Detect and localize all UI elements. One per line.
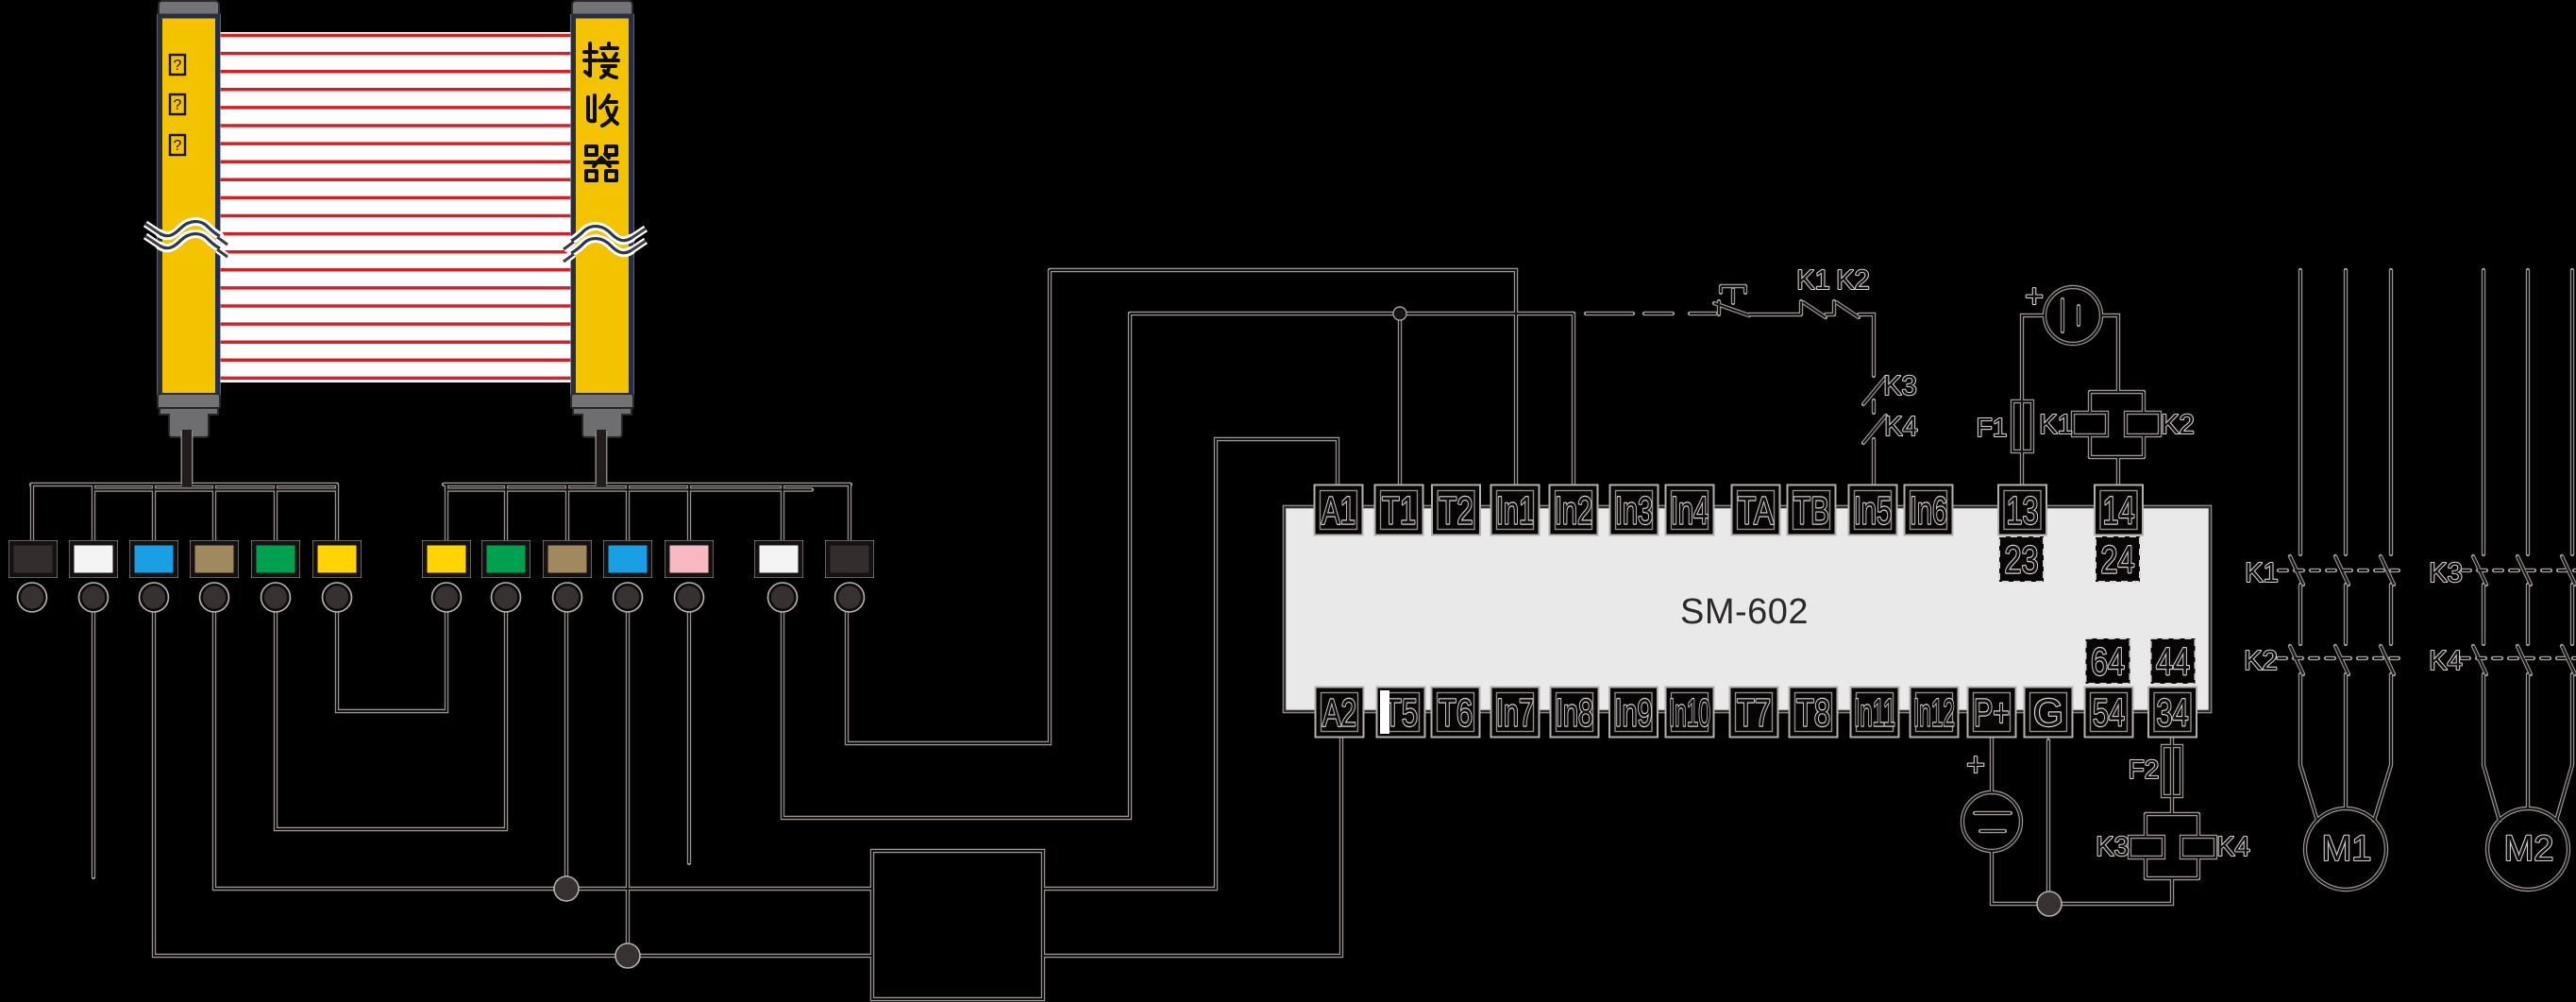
svg-text:?: ? xyxy=(174,58,182,74)
svg-text:TA: TA xyxy=(1738,489,1774,533)
svg-text:+: + xyxy=(1966,747,1985,783)
svg-text:K1: K1 xyxy=(2039,410,2072,440)
svg-text:A1: A1 xyxy=(1322,489,1355,533)
svg-text:In11: In11 xyxy=(1854,691,1895,735)
svg-text:K3: K3 xyxy=(2429,558,2462,588)
svg-text:T8: T8 xyxy=(1796,691,1830,735)
svg-text:14: 14 xyxy=(2103,489,2135,533)
svg-text:K2: K2 xyxy=(2244,646,2277,676)
svg-text:34: 34 xyxy=(2157,691,2189,735)
svg-text:G: G xyxy=(2033,691,2063,735)
svg-text:?: ? xyxy=(174,97,182,113)
svg-text:In3: In3 xyxy=(1615,489,1653,533)
svg-text:In1: In1 xyxy=(1496,489,1534,533)
svg-text:K4: K4 xyxy=(1884,412,1917,442)
svg-text:F1: F1 xyxy=(1977,413,2008,442)
svg-text:P+: P+ xyxy=(1974,691,2010,735)
svg-text:K3: K3 xyxy=(1883,371,1916,401)
svg-text:K2: K2 xyxy=(2161,410,2194,440)
svg-text:F2: F2 xyxy=(2129,755,2160,784)
svg-text:In5: In5 xyxy=(1854,489,1892,533)
svg-text:M2: M2 xyxy=(2504,829,2554,869)
svg-text:TB: TB xyxy=(1793,489,1829,533)
svg-text:23: 23 xyxy=(2005,538,2039,582)
svg-text:T2: T2 xyxy=(1440,489,1473,533)
svg-text:In9: In9 xyxy=(1615,691,1653,735)
svg-text:A2: A2 xyxy=(1322,691,1356,735)
svg-text:SM-602: SM-602 xyxy=(1680,592,1809,632)
svg-text:54: 54 xyxy=(2093,691,2125,735)
svg-text:T1: T1 xyxy=(1382,489,1416,533)
svg-text:In6: In6 xyxy=(1910,489,1947,533)
svg-text:T7: T7 xyxy=(1737,691,1771,735)
svg-text:K4: K4 xyxy=(2429,646,2462,676)
svg-text:M1: M1 xyxy=(2322,829,2372,869)
svg-text:In4: In4 xyxy=(1671,489,1709,533)
svg-text:In7: In7 xyxy=(1496,691,1534,735)
svg-text:44: 44 xyxy=(2156,640,2190,684)
svg-text:K3: K3 xyxy=(2096,832,2129,862)
svg-text:K2: K2 xyxy=(1836,265,1869,296)
svg-text:In2: In2 xyxy=(1555,489,1592,533)
svg-text:In12: In12 xyxy=(1913,691,1955,735)
svg-text:In10: In10 xyxy=(1669,691,1710,735)
svg-text:K1: K1 xyxy=(2245,558,2278,588)
svg-text:24: 24 xyxy=(2101,538,2135,582)
svg-text:K4: K4 xyxy=(2216,832,2249,862)
svg-text:In8: In8 xyxy=(1556,691,1593,735)
svg-text:T6: T6 xyxy=(1439,691,1473,735)
svg-text:K1: K1 xyxy=(1796,265,1829,296)
svg-text:+: + xyxy=(2025,279,2044,314)
svg-text:13: 13 xyxy=(2007,489,2039,533)
svg-text:?: ? xyxy=(174,138,182,154)
svg-text:64: 64 xyxy=(2091,640,2125,684)
